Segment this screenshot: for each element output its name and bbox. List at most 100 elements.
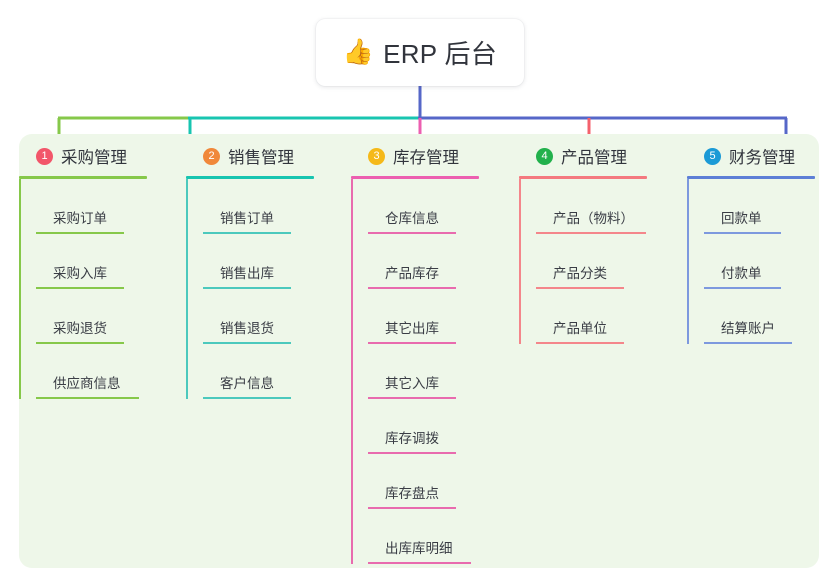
branch-badge-5: 5 xyxy=(704,147,721,165)
branch-badge-2: 2 xyxy=(203,147,220,165)
branch-header-rule-5 xyxy=(687,176,815,179)
branch-item-rule xyxy=(36,342,124,344)
branch-item-rule xyxy=(368,397,456,399)
branch-item-label: 仓库信息 xyxy=(385,211,439,226)
branch-item-rule xyxy=(368,452,456,454)
branch-item[interactable]: 付款单 xyxy=(704,234,837,289)
branch-header-1[interactable]: 1 采购管理 xyxy=(19,144,179,168)
branch-item[interactable]: 其它出库 xyxy=(368,289,521,344)
branch-item-rule xyxy=(536,232,646,234)
branch-header-3[interactable]: 3 库存管理 xyxy=(351,144,521,168)
branch-item[interactable]: 出库库明细 xyxy=(368,509,521,564)
root-title-label: ERP 后台 xyxy=(383,39,498,69)
branch-spine-3 xyxy=(351,179,353,564)
branch-item-label: 回款单 xyxy=(721,211,762,226)
branch-header-4[interactable]: 4 产品管理 xyxy=(519,144,689,168)
branch-badge-4: 4 xyxy=(536,147,553,165)
branch-item[interactable]: 客户信息 xyxy=(203,344,346,399)
root-title-inner: 👍 ERP 后台 xyxy=(343,34,497,71)
branch-title-3: 库存管理 xyxy=(393,149,459,167)
branch-item-label: 产品库存 xyxy=(385,266,439,281)
branch-spine-1 xyxy=(19,179,21,399)
branch-items-5: 回款单付款单结算账户 xyxy=(687,179,837,344)
branch-item-label: 产品分类 xyxy=(553,266,607,281)
branch-item-rule xyxy=(536,342,624,344)
branch-column-4: 4 产品管理产品（物料） 产品分类产品单位 xyxy=(519,144,689,344)
branch-column-2: 2 销售管理销售订单销售出库销售退货客户信息 xyxy=(186,144,346,399)
branch-items-1: 采购订单采购入库采购退货供应商信息 xyxy=(19,179,179,399)
branch-item[interactable]: 其它入库 xyxy=(368,344,521,399)
branch-item-rule xyxy=(704,342,792,344)
branch-item-label: 供应商信息 xyxy=(53,376,121,391)
branch-item[interactable]: 产品分类 xyxy=(536,234,689,289)
branch-item-label: 其它出库 xyxy=(385,321,439,336)
branch-item[interactable]: 销售订单 xyxy=(203,179,346,234)
branch-item-rule xyxy=(203,287,291,289)
branch-item-rule xyxy=(203,342,291,344)
root-title-card[interactable]: 👍 ERP 后台 xyxy=(316,19,524,86)
branch-item[interactable]: 采购入库 xyxy=(36,234,179,289)
branch-item[interactable]: 销售出库 xyxy=(203,234,346,289)
branch-item[interactable]: 产品（物料） xyxy=(536,179,689,234)
branch-item-rule xyxy=(368,232,456,234)
branch-header-5[interactable]: 5 财务管理 xyxy=(687,144,837,168)
branch-items-2: 销售订单销售出库销售退货客户信息 xyxy=(186,179,346,399)
branch-item-label: 其它入库 xyxy=(385,376,439,391)
branch-title-1: 采购管理 xyxy=(61,149,127,167)
branch-column-1: 1 采购管理采购订单采购入库采购退货供应商信息 xyxy=(19,144,179,399)
branch-header-rule-2 xyxy=(186,176,314,179)
branch-item-label: 出库库明细 xyxy=(385,541,453,556)
branch-item-label: 结算账户 xyxy=(721,321,775,336)
branch-item-label: 采购退货 xyxy=(53,321,107,336)
branch-item-rule xyxy=(203,232,291,234)
branch-header-rule-1 xyxy=(19,176,147,179)
branch-column-3: 3 库存管理仓库信息产品库存其它出库其它入库库存调拨库存盘点出库库明细 xyxy=(351,144,521,564)
branch-item[interactable]: 销售退货 xyxy=(203,289,346,344)
branch-item-rule xyxy=(36,287,124,289)
branch-column-5: 5 财务管理回款单付款单结算账户 xyxy=(687,144,837,344)
branch-item[interactable]: 库存盘点 xyxy=(368,454,521,509)
branch-item-rule xyxy=(536,287,624,289)
branch-item-rule xyxy=(704,287,781,289)
branch-badge-3: 3 xyxy=(368,147,385,165)
branch-items-3: 仓库信息产品库存其它出库其它入库库存调拨库存盘点出库库明细 xyxy=(351,179,521,564)
branch-item-label: 库存盘点 xyxy=(385,486,439,501)
branch-item[interactable]: 产品库存 xyxy=(368,234,521,289)
branch-item[interactable]: 产品单位 xyxy=(536,289,689,344)
branch-item-label: 采购入库 xyxy=(53,266,107,281)
branch-item-rule xyxy=(368,507,456,509)
branch-item[interactable]: 结算账户 xyxy=(704,289,837,344)
branch-item[interactable]: 供应商信息 xyxy=(36,344,179,399)
branch-title-2: 销售管理 xyxy=(228,149,294,167)
branch-item[interactable]: 采购订单 xyxy=(36,179,179,234)
branch-spine-4 xyxy=(519,179,521,344)
branch-item-label: 采购订单 xyxy=(53,211,107,226)
thumbs-up-icon: 👍 xyxy=(342,38,375,66)
branch-header-rule-4 xyxy=(519,176,647,179)
branch-item-rule xyxy=(36,232,124,234)
branch-item[interactable]: 仓库信息 xyxy=(368,179,521,234)
branch-spine-5 xyxy=(687,179,689,344)
branch-item[interactable]: 采购退货 xyxy=(36,289,179,344)
branch-item-label: 产品（物料） xyxy=(553,211,634,226)
branch-item-rule xyxy=(368,287,456,289)
branch-header-2[interactable]: 2 销售管理 xyxy=(186,144,346,168)
branch-item-rule xyxy=(36,397,139,399)
branch-item-label: 产品单位 xyxy=(553,321,607,336)
branch-spine-2 xyxy=(186,179,188,399)
branch-badge-1: 1 xyxy=(36,147,53,165)
branch-item[interactable]: 回款单 xyxy=(704,179,837,234)
branch-item[interactable]: 库存调拨 xyxy=(368,399,521,454)
branch-item-label: 客户信息 xyxy=(220,376,274,391)
branches-panel xyxy=(19,134,819,568)
branch-item-label: 付款单 xyxy=(721,266,762,281)
branch-item-rule xyxy=(368,562,471,564)
branch-item-label: 销售订单 xyxy=(220,211,274,226)
branch-title-5: 财务管理 xyxy=(729,149,795,167)
branch-title-4: 产品管理 xyxy=(561,149,627,167)
branch-item-label: 库存调拨 xyxy=(385,431,439,446)
branch-item-label: 销售退货 xyxy=(220,321,274,336)
branch-item-label: 销售出库 xyxy=(220,266,274,281)
